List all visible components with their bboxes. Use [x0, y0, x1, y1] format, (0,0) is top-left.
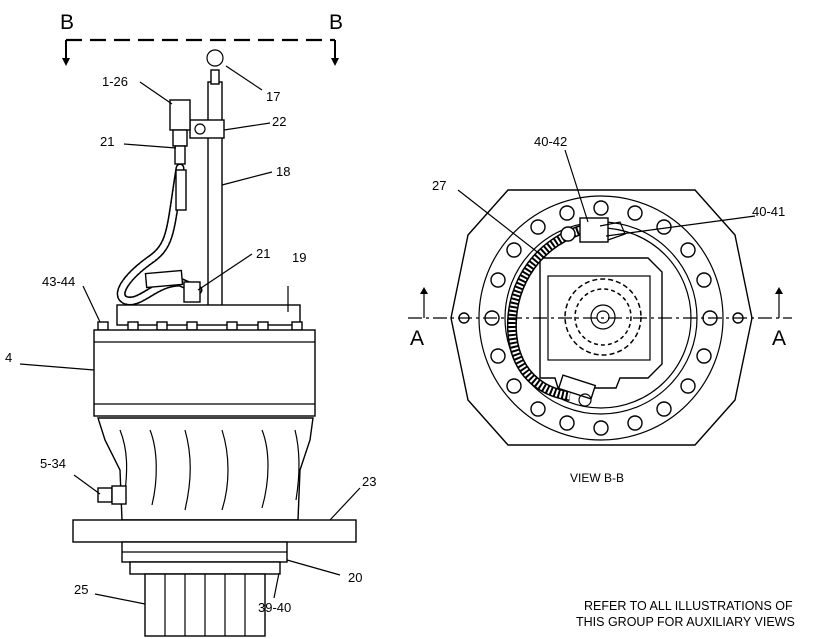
- top-cover: [116, 304, 301, 326]
- section-a-label-right: A: [772, 327, 786, 350]
- mounting-flange: [72, 519, 357, 543]
- section-line-b: [62, 38, 339, 66]
- drain-plug: [97, 487, 113, 503]
- callout-39-40: 39-40: [258, 600, 291, 615]
- callout-43-44: 43-44: [42, 274, 75, 289]
- callout-4: 4: [5, 350, 12, 365]
- section-b-label-right: B: [329, 11, 343, 34]
- right-leaders: [457, 149, 756, 259]
- callout-25: 25: [74, 582, 88, 597]
- note-line-1: REFER TO ALL ILLUSTRATIONS OF: [584, 599, 793, 613]
- note-line-2: THIS GROUP FOR AUXILIARY VIEWS: [576, 615, 795, 629]
- callout-40-41: 40-41: [752, 204, 785, 219]
- callout-23: 23: [362, 474, 376, 489]
- callout-21-upper: 21: [100, 134, 114, 149]
- ring-housing: [93, 329, 316, 417]
- breather: [169, 99, 191, 131]
- callout-1-26: 1-26: [102, 74, 128, 89]
- callout-21-lower: 21: [256, 246, 270, 261]
- dipstick-ring: [206, 49, 224, 67]
- bolt-holes: [458, 200, 744, 436]
- section-line-a: [408, 287, 792, 319]
- callout-22: 22: [272, 114, 286, 129]
- section-b-label-left: B: [60, 11, 74, 34]
- gear-inner: [574, 288, 632, 346]
- left-leaders: [19, 65, 361, 605]
- callout-27: 27: [432, 178, 446, 193]
- callout-17: 17: [266, 89, 280, 104]
- tube-clip: [579, 217, 609, 243]
- callout-5-34: 5-34: [40, 456, 66, 471]
- section-a-label-left: A: [410, 327, 424, 350]
- callout-19: 19: [292, 250, 306, 265]
- callout-20: 20: [348, 570, 362, 585]
- side-view-drive: [72, 49, 357, 637]
- callout-18: 18: [276, 164, 290, 179]
- callout-40-42: 40-42: [534, 134, 567, 149]
- lower-housing: [97, 417, 314, 521]
- view-caption: VIEW B-B: [570, 471, 624, 485]
